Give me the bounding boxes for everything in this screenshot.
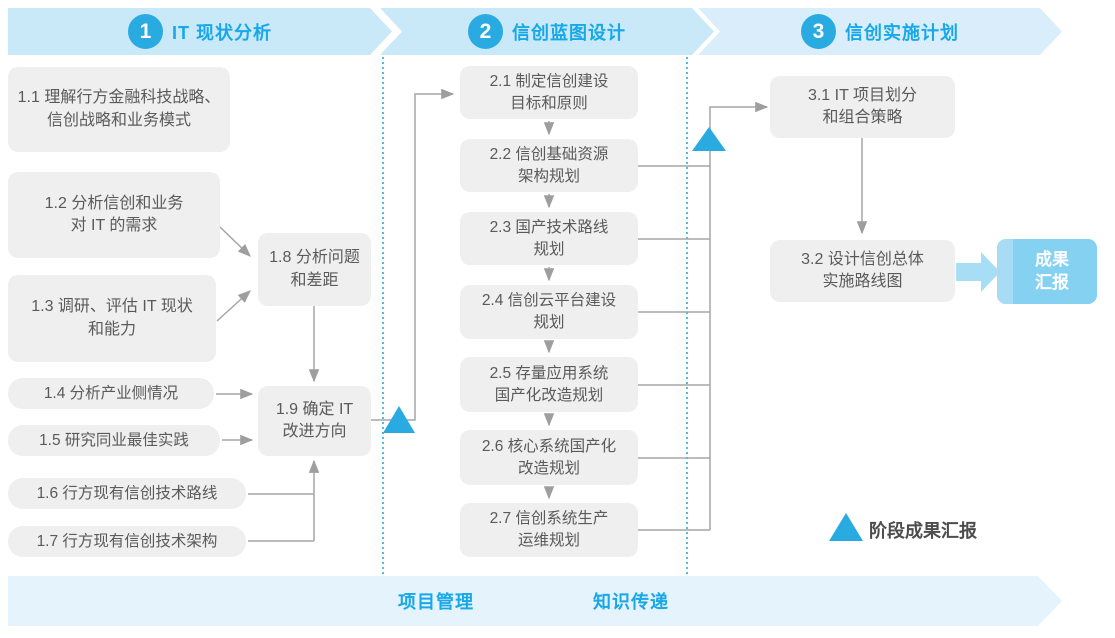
box-2-2: 2.2 信创基础资源 架构规划 bbox=[460, 139, 638, 192]
legend-triangle-icon bbox=[829, 513, 863, 541]
box-3-2: 3.2 设计信创总体 实施路线图 bbox=[770, 240, 955, 302]
box-1-9: 1.9 确定 IT 改进方向 bbox=[258, 386, 371, 456]
phase-banner-1: 1 IT 现状分析 bbox=[8, 8, 392, 55]
box-1-5: 1.5 研究同业最佳实践 bbox=[8, 425, 220, 456]
box-2-3: 2.3 国产技术路线 规划 bbox=[460, 212, 638, 265]
connector-1-2-to-1-8 bbox=[219, 226, 251, 257]
milestone-triangle-phase2-icon bbox=[692, 127, 726, 151]
footer-item-knowledge-transfer: 知识传递 bbox=[593, 592, 669, 612]
phase-banner-2: 2 信创蓝图设计 bbox=[380, 8, 714, 55]
box-2-4: 2.4 信创云平台建设 规划 bbox=[460, 285, 638, 339]
phase-banner-3: 3 信创实施计划 bbox=[698, 8, 1062, 55]
result-box-stripe bbox=[997, 239, 1013, 304]
box-2-1: 2.1 制定信创建设 目标和原则 bbox=[460, 66, 638, 119]
box-2-6: 2.6 核心系统国产化 改造规划 bbox=[460, 430, 638, 485]
box-1-1: 1.1 理解行方金融科技战略、 信创战略和业务模式 bbox=[8, 67, 230, 152]
legend-label: 阶段成果汇报 bbox=[869, 521, 977, 541]
box-1-6: 1.6 行方现有信创技术路线 bbox=[8, 478, 246, 509]
result-arrow-icon bbox=[956, 252, 1000, 292]
result-report-label: 成果 汇报 bbox=[1035, 249, 1069, 292]
box-2-7: 2.7 信创系统生产 运维规划 bbox=[460, 503, 638, 557]
box-3-1: 3.1 IT 项目划分 和组合策略 bbox=[770, 76, 955, 138]
box-1-4: 1.4 分析产业侧情况 bbox=[8, 378, 214, 409]
result-report-box: 成果 汇报 bbox=[997, 239, 1097, 304]
phase-title-3: 信创实施计划 bbox=[845, 22, 959, 43]
footer-banner: 项目管理 知识传递 bbox=[8, 576, 1062, 626]
phase-title-1: IT 现状分析 bbox=[172, 22, 272, 43]
milestone-triangle-phase1-icon bbox=[383, 406, 415, 433]
box-2-5: 2.5 存量应用系统 国产化改造规划 bbox=[460, 357, 638, 412]
connector-bus-to-3-1 bbox=[709, 101, 769, 530]
phase-title-2: 信创蓝图设计 bbox=[512, 22, 626, 43]
footer-item-project-management: 项目管理 bbox=[398, 592, 474, 612]
box-1-2: 1.2 分析信创和业务 对 IT 的需求 bbox=[8, 172, 220, 258]
box-1-7: 1.7 行方现有信创技术架构 bbox=[8, 526, 246, 557]
phase-number-badge-2: 2 bbox=[468, 14, 503, 49]
phase-number-badge-1: 1 bbox=[128, 14, 163, 49]
connector-1-9-to-2-1 bbox=[371, 88, 455, 421]
box-1-3: 1.3 调研、评估 IT 现状 和能力 bbox=[8, 275, 216, 362]
box-1-8: 1.8 分析问题 和差距 bbox=[258, 233, 371, 306]
phase-number-badge-3: 3 bbox=[801, 14, 836, 49]
connector-1-3-to-1-8 bbox=[216, 290, 251, 322]
